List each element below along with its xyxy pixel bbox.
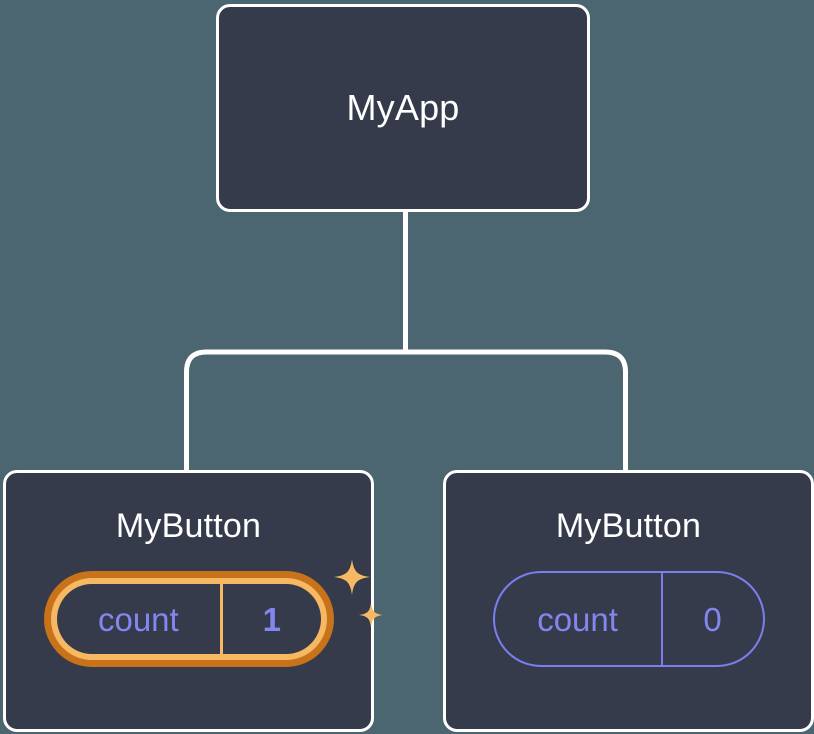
state-key-2: count	[537, 600, 618, 638]
state-pill-plain[interactable]: count 0	[492, 571, 765, 667]
state-value-2: 0	[660, 573, 763, 665]
node-mybutton-1[interactable]: MyButton count 1	[3, 470, 383, 732]
connector-branch-bar	[184, 349, 628, 472]
state-pill-highlighted[interactable]: count 1	[43, 571, 334, 667]
sparkle-large-icon	[333, 559, 370, 595]
sparkle-group	[326, 557, 386, 641]
node-mybutton-1-title: MyButton	[115, 507, 262, 545]
node-myapp[interactable]: MyApp	[216, 4, 590, 212]
node-mybutton-2[interactable]: MyButton count 0	[443, 470, 814, 732]
state-key-1: count	[97, 600, 179, 638]
sparkle-small-icon	[358, 603, 383, 627]
state-pill-wrap-1: count 1	[43, 559, 383, 667]
state-pill-inner-1: count 1	[56, 584, 321, 654]
state-pill-wrap-2: count 0	[492, 571, 765, 667]
node-mybutton-2-title: MyButton	[555, 507, 702, 545]
state-value-1: 1	[220, 584, 320, 654]
node-myapp-title: MyApp	[346, 87, 460, 128]
